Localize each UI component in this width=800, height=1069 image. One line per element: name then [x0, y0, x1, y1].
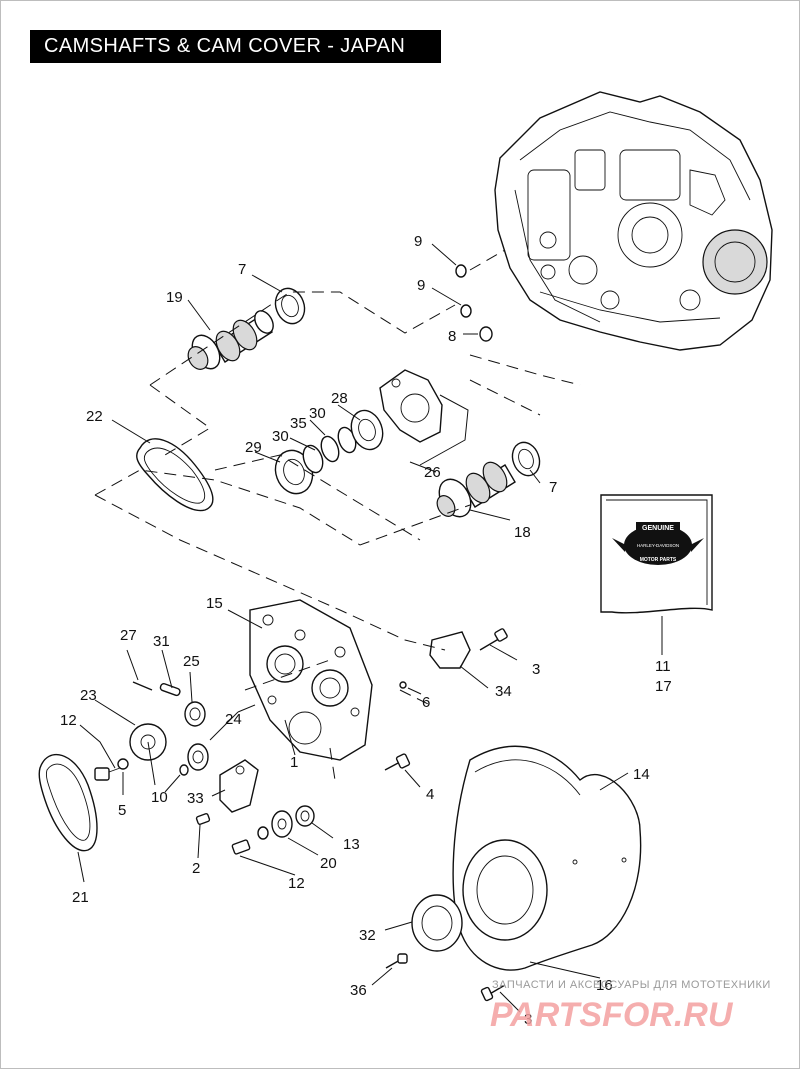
chain-tensioner-33: [219, 759, 259, 813]
part-label: 4: [426, 786, 434, 803]
part-label: 18: [514, 524, 531, 541]
part-label: 26: [424, 464, 441, 481]
part-label: 7: [549, 479, 557, 496]
bearing-7-upper: [274, 287, 306, 325]
part-label: 31: [153, 633, 170, 650]
page-title: CAMSHAFTS & CAM COVER - JAPAN: [30, 30, 441, 63]
bolt-12-lower: [231, 826, 269, 855]
part-label: 21: [72, 889, 89, 906]
part-label: 28: [331, 390, 348, 407]
sprocket-20: [271, 810, 293, 838]
dowel-pin-27: [132, 681, 153, 691]
part-label: 10: [151, 789, 168, 806]
cam-plate-15: [249, 599, 373, 761]
part-label: 5: [118, 802, 126, 819]
o-ring-9-upper: [455, 264, 467, 278]
part-label: 8: [448, 328, 456, 345]
assembly-lines: [94, 249, 581, 781]
box-logo-line3: MOTOR PARTS: [640, 557, 677, 563]
part-label: 32: [359, 927, 376, 944]
part-label: 2: [192, 860, 200, 877]
part-label: 30: [309, 405, 326, 422]
washer-25: [184, 701, 206, 727]
cover-plate-32: [411, 894, 463, 952]
watermark-tagline: ЗАПЧАСТИ И АКСЕССУАРЫ ДЛЯ МОТОТЕХНИКИ: [492, 979, 771, 991]
part-label: 15: [206, 595, 223, 612]
primary-chain-21: [38, 753, 98, 852]
box-logo-line2: HARLEY-DAVIDSON: [637, 543, 679, 548]
box-logo-line1: GENUINE: [642, 525, 674, 532]
part-label: 9: [414, 233, 422, 250]
leader-lines: [77, 243, 663, 1013]
bushing-13: [295, 805, 315, 827]
part-number-labels: 9 9 8 7 19 22 28 30 35 30 29 26 7 18 15 …: [60, 233, 672, 1028]
part-label: 11: [655, 658, 671, 675]
parts-kit-box: GENUINE HARLEY-DAVIDSON MOTOR PARTS: [600, 494, 713, 614]
retaining-ring-10: [179, 764, 189, 776]
bolt-4: [384, 753, 411, 771]
cam-cover-14: [452, 745, 642, 971]
part-label: 16: [596, 977, 613, 994]
screw-36: [385, 953, 408, 969]
part-label: 19: [166, 289, 183, 306]
screw-2: [195, 813, 211, 825]
part-label: 1: [290, 754, 298, 771]
ball-6: [399, 681, 407, 689]
part-label: 17: [655, 678, 672, 695]
part-label: 30: [272, 428, 289, 445]
part-label: 13: [343, 836, 360, 853]
o-ring-8: [479, 326, 493, 342]
bolt-3-lower: [480, 984, 506, 1002]
camshaft-19: [187, 310, 274, 370]
watermark: ЗАПЧАСТИ И АКСЕССУАРЫ ДЛЯ МОТОТЕХНИКИ PA…: [490, 979, 771, 1034]
part-label: 7: [238, 261, 246, 278]
cam-support-set: [274, 369, 469, 495]
part-label: 3: [532, 661, 540, 678]
pin-31: [159, 682, 181, 697]
watermark-logo: PARTSFOR.RU: [490, 996, 734, 1034]
part-label: 24: [225, 711, 242, 728]
bolt-3-upper: [479, 628, 508, 651]
bearing-7-lower: [511, 441, 541, 477]
part-label: 35: [290, 415, 307, 432]
part-label: 22: [86, 408, 103, 425]
part-label: 12: [288, 875, 305, 892]
part-label: 12: [60, 712, 77, 729]
o-ring-9-lower: [460, 304, 472, 318]
part-label: 36: [350, 982, 367, 999]
part-label: 3: [524, 1011, 532, 1028]
crankcase: [494, 91, 773, 351]
sprocket-23: [129, 723, 167, 786]
part-label: 9: [417, 277, 425, 294]
bracket-34: [429, 631, 471, 669]
part-label: 29: [245, 439, 262, 456]
part-label: 20: [320, 855, 337, 872]
camshaft-18: [436, 461, 516, 518]
part-label: 23: [80, 687, 97, 704]
part-label: 25: [183, 653, 200, 670]
part-label: 14: [633, 766, 650, 783]
part-label: 33: [187, 790, 204, 807]
bolt-12-upper: [94, 758, 129, 781]
washer-24: [187, 743, 209, 771]
part-label: 27: [120, 627, 137, 644]
part-label: 6: [422, 694, 430, 711]
part-label: 34: [495, 683, 512, 700]
